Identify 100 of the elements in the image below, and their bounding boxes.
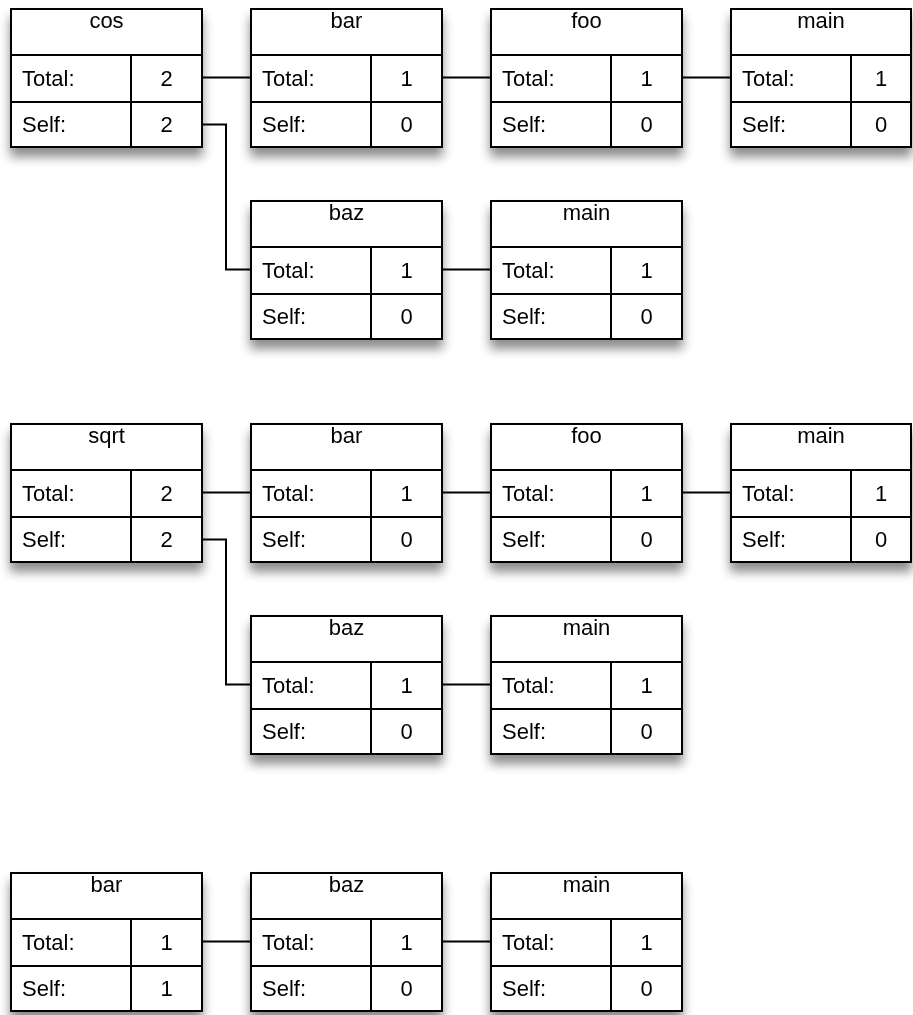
connector-line	[682, 491, 731, 494]
count-cell: 1	[370, 54, 441, 101]
count-cell: 1	[610, 246, 681, 293]
connector-line	[442, 268, 491, 271]
connector-line	[442, 683, 491, 686]
count-cell: 0	[610, 293, 681, 338]
count-cell: 1	[370, 469, 441, 516]
row-label-cell: Total:	[252, 54, 370, 101]
connector-line	[202, 123, 251, 271]
count-cell: 1	[850, 469, 910, 516]
row-label-cell: Total:	[12, 54, 130, 101]
row-label-cell: Self:	[252, 293, 370, 338]
call-table	[250, 872, 443, 1012]
row-label-cell: Total:	[732, 469, 850, 516]
row-label-cell: Self:	[252, 516, 370, 561]
call-table	[490, 200, 683, 340]
function-name-cell-text: cos	[88, 10, 125, 35]
count-cell: 0	[850, 516, 910, 561]
function-name-cell-text: main	[561, 202, 612, 227]
row-label-cell: Total:	[252, 661, 370, 708]
function-name-cell-text: bar	[329, 10, 364, 35]
call-table	[250, 8, 443, 148]
function-name-cell-text: main	[796, 425, 846, 450]
row-label-cell: Self:	[732, 516, 850, 561]
function-name-cell-text: main	[796, 10, 846, 35]
connector-line	[202, 76, 251, 79]
row-label-cell: Self:	[732, 101, 850, 146]
row-label-cell: Self:	[492, 293, 610, 338]
row-label-cell: Total:	[492, 246, 610, 293]
call-table	[490, 615, 683, 755]
row-label-cell: Total:	[12, 918, 130, 965]
count-cell: 0	[370, 293, 441, 338]
function-name-cell-text: baz	[327, 202, 366, 227]
count-cell: 1	[610, 661, 681, 708]
call-table	[730, 8, 912, 148]
function-name-cell-text: main	[561, 874, 612, 899]
count-cell: 0	[610, 516, 681, 561]
call-table	[490, 872, 683, 1012]
call-table	[490, 423, 683, 563]
row-label-cell: Self:	[492, 708, 610, 753]
row-label-cell: Total:	[252, 246, 370, 293]
function-name-cell-text: baz	[327, 617, 366, 642]
row-label-cell: Self:	[252, 965, 370, 1010]
call-table	[250, 423, 443, 563]
count-cell: 1	[130, 965, 201, 1010]
call-table	[250, 615, 443, 755]
connector-line	[202, 538, 251, 686]
row-label-cell: Total:	[732, 54, 850, 101]
count-cell: 1	[370, 246, 441, 293]
row-label-cell: Total:	[492, 469, 610, 516]
count-cell: 0	[610, 965, 681, 1010]
count-cell: 0	[610, 708, 681, 753]
function-name-cell-text: main	[561, 617, 612, 642]
count-cell: 0	[370, 965, 441, 1010]
function-name-cell-text: sqrt	[87, 425, 126, 450]
call-table	[10, 872, 203, 1012]
function-name-cell-text: foo	[570, 10, 603, 35]
function-name-cell-text: bar	[329, 425, 364, 450]
count-cell: 1	[130, 918, 201, 965]
count-cell: 1	[610, 918, 681, 965]
call-table	[10, 423, 203, 563]
call-table	[10, 8, 203, 148]
count-cell: 1	[610, 54, 681, 101]
count-cell: 1	[370, 661, 441, 708]
row-label-cell: Self:	[12, 516, 130, 561]
call-table	[730, 423, 912, 563]
row-label-cell: Self:	[252, 101, 370, 146]
count-cell: 1	[370, 918, 441, 965]
count-cell: 0	[370, 516, 441, 561]
connector-line	[202, 940, 251, 943]
call-table	[250, 200, 443, 340]
count-cell: 0	[370, 101, 441, 146]
row-label-cell: Self:	[492, 516, 610, 561]
row-label-cell: Self:	[492, 965, 610, 1010]
connector-line	[442, 76, 491, 79]
count-cell: 0	[370, 708, 441, 753]
count-cell: 2	[130, 516, 201, 561]
row-label-cell: Total:	[12, 469, 130, 516]
connector-line	[682, 76, 731, 79]
row-label-cell: Total:	[492, 661, 610, 708]
count-cell: 2	[130, 54, 201, 101]
connector-line	[442, 940, 491, 943]
row-label-cell: Self:	[252, 708, 370, 753]
count-cell: 0	[610, 101, 681, 146]
count-cell: 1	[850, 54, 910, 101]
row-label-cell: Self:	[492, 101, 610, 146]
row-label-cell: Total:	[492, 918, 610, 965]
count-cell: 1	[610, 469, 681, 516]
row-label-cell: Total:	[252, 918, 370, 965]
call-table	[490, 8, 683, 148]
row-label-cell: Self:	[12, 965, 130, 1010]
connector-line	[202, 491, 251, 494]
row-label-cell: Self:	[12, 101, 130, 146]
count-cell: 0	[850, 101, 910, 146]
row-label-cell: Total:	[492, 54, 610, 101]
function-name-cell-text: bar	[89, 874, 124, 899]
connector-line	[442, 491, 491, 494]
function-name-cell-text: foo	[570, 425, 603, 450]
count-cell: 2	[130, 101, 201, 146]
row-label-cell: Total:	[252, 469, 370, 516]
